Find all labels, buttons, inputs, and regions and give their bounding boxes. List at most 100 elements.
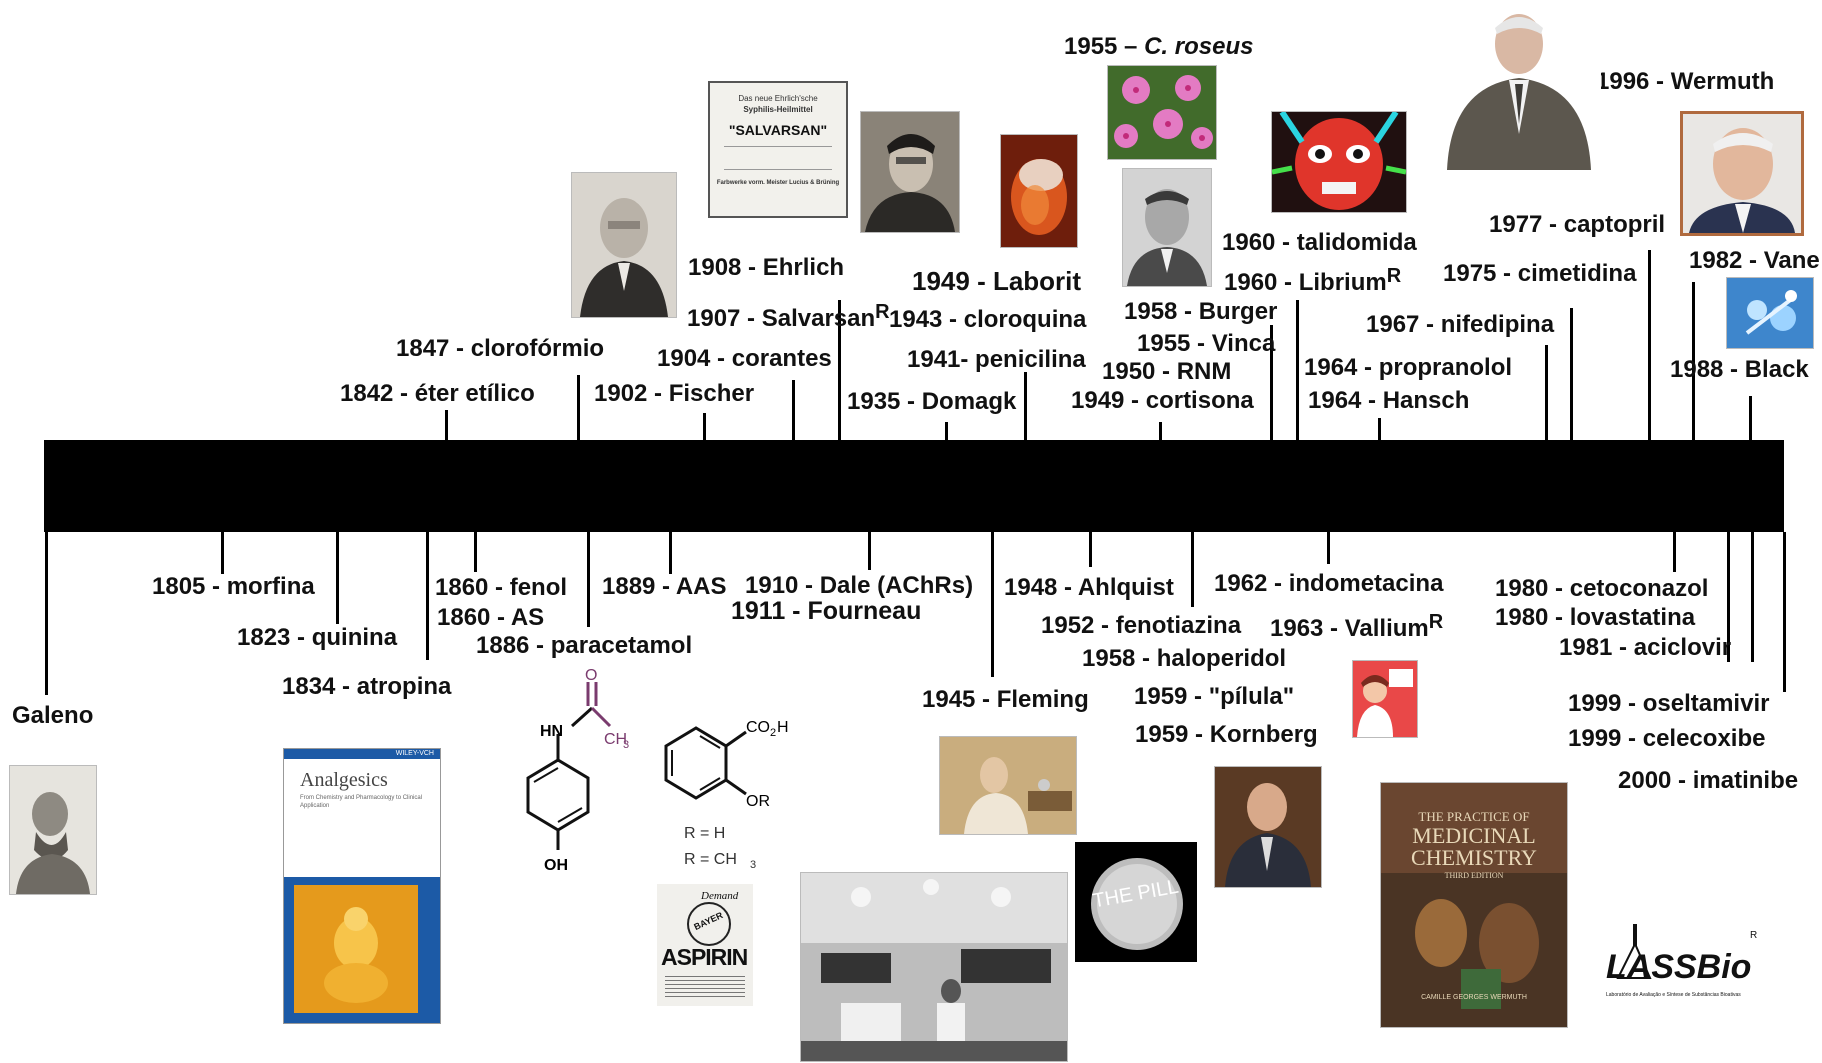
label-1952: 1952 - fenotiazina [1041,612,1242,639]
salvarsan-ad-line4: Farbwerke vorm. Meister Lucius & Brüning [716,180,840,186]
lassbio-sub: Laboratório de Avaliação e Síntese de Su… [1606,992,1741,998]
book2-line2: MEDICINAL [1412,823,1536,848]
label-1805: 1805 - morfina [152,573,315,600]
label-1943: 1943 - cloroquina [889,306,1087,333]
tick-1948 [1089,532,1092,567]
label-1949-cortisona: 1949 - cortisona [1071,387,1254,414]
tick-1842 [445,410,448,440]
book-publisher: WILEY-VCH [284,749,440,759]
label-2000: 2000 - imatinibe [1618,767,1799,794]
book2-line3: CHEMISTRY [1411,845,1537,870]
label-1967: 1967 - nifedipina [1366,311,1555,338]
label-1996: 1996 - Wermuth [1596,68,1775,95]
salicylate-co: CO [746,719,770,736]
tick-1945 [991,532,994,677]
label-1860-fenol: 1860 - fenol [435,574,568,601]
book-subtitle: From Chemistry and Pharmacology to Clini… [300,795,423,809]
aspirin-top: Demand [701,890,739,902]
analgesics-book-cover: WILEY-VCH Analgesics From Chemistry and … [283,748,441,1024]
label-1886: 1886 - paracetamol [476,632,693,659]
salvarsan-ad-line3: "SALVARSAN" [728,122,828,138]
label-1960-librium-text: 1960 - Librium [1224,269,1387,296]
paracetamol-oh: OH [544,857,568,874]
label-1908: 1908 - Ehrlich [688,254,845,281]
salicylate-r-h: R = H [684,825,725,842]
label-1958-haloperidol: 1958 - haloperidol [1082,645,1287,672]
paracetamol-hn: HN [540,723,563,740]
retro-woman-ad [1352,660,1418,738]
label-1975: 1975 - cimetidina [1443,260,1637,287]
label-1955-vinca: 1955 - Vinca [1137,330,1276,357]
tick-1975 [1570,308,1573,440]
tick-1886 [587,532,590,627]
tick-1941 [1024,372,1027,440]
tick-1902 [703,413,706,440]
psychedelic-face-image [1271,111,1407,213]
tick-1904 [792,380,795,440]
label-galeno: Galeno [12,702,94,729]
tick-1935 [945,422,948,440]
kornberg-photo [1214,766,1322,888]
tick-1910 [868,532,871,570]
tick-1988 [1749,396,1752,440]
label-1988: 1988 - Black [1670,356,1809,383]
label-1950: 1950 - RNM [1102,358,1232,385]
label-1907-text: 1907 - Salvarsan [687,305,876,332]
paracetamol-sub3: 3 [623,739,629,751]
label-1999-oseltamivir: 1999 - oseltamivir [1568,690,1770,717]
lassbio-registered: R [1750,930,1757,941]
tick-1805 [221,532,224,574]
tick-1949 [1159,422,1162,440]
label-1842: 1842 - éter etílico [340,380,535,407]
label-1964-propranolol: 1964 - propranolol [1304,354,1513,381]
paracetamol-structure: HN O CH 3 OH [526,668,629,874]
lassbio-name: LASSBio [1606,948,1751,986]
label-1958-burger: 1958 - Burger [1124,298,1278,325]
salicylate-sub3: 3 [750,859,756,870]
galeno-engraving [9,765,97,895]
salvarsan-ad-line2: Syphilis-Heilmittel [743,105,813,114]
aspirin-advertisement: Demand BAYER ASPIRIN [657,884,753,1006]
label-1904: 1904 - corantes [657,345,832,372]
paracetamol-ch: CH [604,731,627,748]
label-1847: 1847 - clorofórmio [396,335,605,362]
label-1955-roseus-species: C. roseus [1144,33,1254,60]
label-1999-celecoxibe: 1999 - celecoxibe [1568,725,1766,752]
label-1960-librium: 1960 - LibriumR [1224,262,1401,297]
salvarsan-ad-line1: Das neue Ehrlich'sche [738,94,818,103]
tick-1847 [577,375,580,440]
tick-1982 [1692,282,1695,440]
label-1963: 1963 - ValliumR [1270,608,1443,643]
tick-1960 [1296,300,1299,440]
tick-1907 [838,300,841,440]
book2-line1: THE PRACTICE OF [1418,809,1530,824]
label-1889: 1889 - AAS [602,573,727,600]
book2-author: CAMILLE GEORGES WERMUTH [1421,994,1527,1001]
burger-portrait [1122,168,1212,287]
practice-medicinal-chemistry-book: THE PRACTICE OF MEDICINAL CHEMISTRY THIR… [1380,782,1568,1028]
label-1902: 1902 - Fischer [594,380,755,407]
salicylate-r-ch: R = CH [684,851,737,868]
label-1982: 1982 - Vane [1689,247,1820,274]
label-1955-roseus-text: 1955 – [1064,33,1138,60]
tick-1889 [669,532,672,574]
paracetamol-o: O [585,668,597,684]
tick-1860 [474,532,477,572]
salicylate-or: OR [746,793,770,810]
scientist-photo-1930s [860,111,960,233]
label-1960-talidomida: 1960 - talidomida [1222,229,1417,256]
registered-mark: R [875,301,890,323]
timeline-bar [44,440,1784,532]
tick-1967 [1545,345,1548,440]
label-1945: 1945 - Fleming [922,686,1089,713]
salicylate-sub2: 2 [770,727,776,739]
label-1907: 1907 - SalvarsanR [687,298,890,333]
label-1935: 1935 - Domagk [847,388,1017,415]
molecule-3d-image [1726,277,1814,349]
tick-1823 [336,532,339,624]
label-1962: 1962 - indometacina [1214,570,1444,597]
lassbio-logo: LASSBio R Laboratório de Avaliação e Sín… [1604,916,1764,1002]
label-1941: 1941- penicilina [907,346,1086,373]
label-1959-pilula: 1959 - "pílula" [1134,683,1295,710]
catharanthus-roseus-photo [1107,65,1217,160]
